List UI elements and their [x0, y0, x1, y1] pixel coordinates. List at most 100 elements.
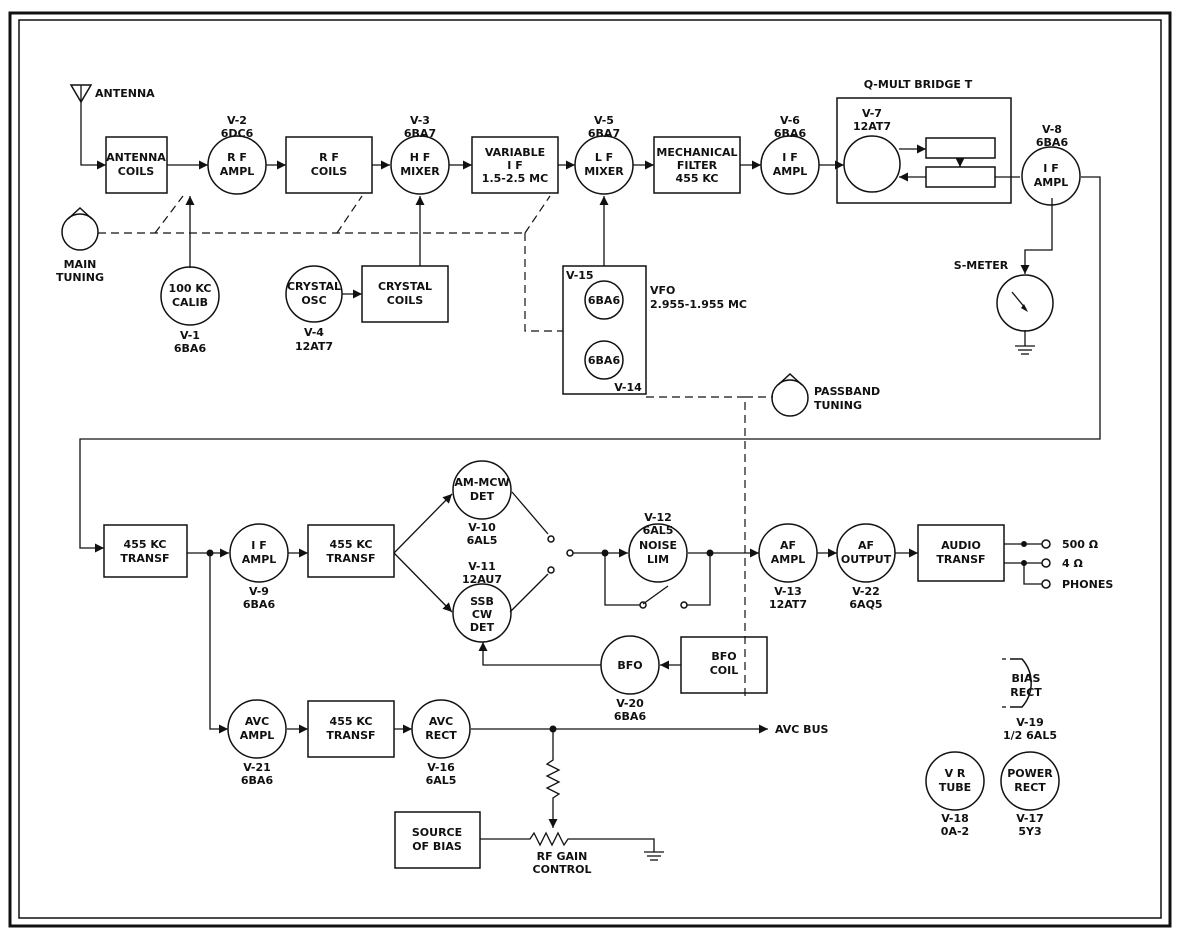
crystal-coils-label-2: COILS [387, 294, 424, 307]
v19-id: V-19 [1016, 716, 1044, 729]
v8-label-1: I F [1043, 162, 1058, 175]
v13-tube [758, 523, 818, 583]
v5-id: V-5 [594, 114, 614, 127]
v14-label: 6BA6 [588, 354, 621, 367]
v9-type: 6BA6 [243, 598, 276, 611]
antenna-coils-label-1: ANTENNA [106, 151, 166, 164]
v13-type: 12AT7 [769, 598, 807, 611]
v4-label-1: CRYSTAL [287, 280, 341, 293]
v5-tube [574, 135, 634, 195]
v4-label-2: OSC [301, 294, 326, 307]
v22-type: 6AQ5 [849, 598, 882, 611]
v18-type: 0A-2 [941, 825, 969, 838]
v4-id: V-4 [304, 326, 324, 339]
v1-tube [160, 266, 220, 326]
vfo-label-2: 2.955-1.955 MC [650, 298, 747, 311]
transf-2-block [307, 524, 395, 578]
v22-label-1: AF [858, 539, 874, 552]
v16-label-1: AVC [429, 715, 453, 728]
main-tuning-knob [61, 206, 99, 251]
v18-tube [925, 751, 985, 811]
v17-type: 5Y3 [1018, 825, 1041, 838]
v13-label-1: AF [780, 539, 796, 552]
variable-if-label-2: I F [507, 159, 522, 172]
transf-3-block [307, 700, 395, 758]
v8-label-2: AMPL [1034, 176, 1069, 189]
v17-id: V-17 [1016, 812, 1044, 825]
s-meter-label: S-METER [954, 259, 1009, 272]
transf-1-label-1: 455 KC [124, 538, 167, 551]
crystal-coils-block [361, 265, 449, 323]
v16-label-2: RECT [425, 729, 457, 742]
bridge-element-top [925, 137, 996, 159]
rf-coils-block [285, 136, 373, 194]
tuning-linkages [98, 195, 773, 696]
v6-label-1: I F [782, 151, 797, 164]
v10-label-2: DET [470, 490, 495, 503]
q-mult-bridge-label: Q-MULT BRIDGE T [864, 78, 973, 91]
antenna-coils-block [105, 136, 168, 194]
v8-id: V-8 [1042, 123, 1062, 136]
rf-coils-label-2: COILS [311, 165, 348, 178]
vfo-label-1: VFO [650, 284, 675, 297]
transf-1-label-2: TRANSF [120, 552, 169, 565]
source-of-bias-label-1: SOURCE [412, 826, 462, 839]
v11-label-3: DET [470, 621, 495, 634]
output-phones-label: PHONES [1062, 578, 1113, 591]
v6-id: V-6 [780, 114, 800, 127]
v22-id: V-22 [852, 585, 880, 598]
v12-type: 6AL5 [643, 524, 674, 537]
avc-bus-label: AVC BUS [775, 723, 828, 736]
signal-wires [79, 100, 1101, 861]
v21-id: V-21 [243, 761, 271, 774]
v19-half-tube [1010, 658, 1032, 708]
v17-tube [1000, 751, 1060, 811]
v13-label-2: AMPL [771, 553, 806, 566]
passband-label-1: PASSBAND [814, 385, 880, 398]
v15-label: 6BA6 [588, 294, 621, 307]
v13-id: V-13 [774, 585, 802, 598]
v20-id: V-20 [616, 697, 644, 710]
variable-if-block [471, 136, 559, 194]
mechanical-filter-block [653, 136, 741, 194]
inner-frame [18, 19, 1162, 919]
v18-id: V-18 [941, 812, 969, 825]
variable-if-label-1: VARIABLE [485, 146, 545, 159]
v6-tube [760, 135, 820, 195]
v11-label-2: CW [472, 608, 492, 621]
audio-transf-label-1: AUDIO [941, 539, 981, 552]
v1-label-2: CALIB [172, 296, 208, 309]
main-tuning-label-1: MAIN [64, 258, 97, 271]
v16-type: 6AL5 [426, 774, 457, 787]
v1-id: V-1 [180, 329, 200, 342]
rf-coils-label-1: R F [319, 151, 339, 164]
v12-id: V-12 [644, 511, 672, 524]
mech-filter-label-2: FILTER [677, 159, 718, 172]
v7-type: 12AT7 [853, 120, 891, 133]
v19-label-2: RECT [1010, 686, 1042, 699]
transf-2-label-2: TRANSF [326, 552, 375, 565]
vfo-box [562, 265, 647, 395]
v20-type: 6BA6 [614, 710, 647, 723]
antenna-icon [69, 84, 93, 104]
v19-label-1: BIAS [1012, 672, 1041, 685]
v2-label-1: R F [227, 151, 247, 164]
v9-label-2: AMPL [242, 553, 277, 566]
v10-label-1: AM-MCW [454, 476, 509, 489]
v2-id: V-2 [227, 114, 247, 127]
v3-label-1: H F [410, 151, 431, 164]
v22-tube [836, 523, 896, 583]
v6-label-2: AMPL [773, 165, 808, 178]
v21-tube [227, 699, 287, 759]
v1-type: 6BA6 [174, 342, 207, 355]
v1-label-1: 100 KC [169, 282, 212, 295]
v2-label-2: AMPL [220, 165, 255, 178]
v17-label-1: POWER [1007, 767, 1053, 780]
rf-gain-label-2: CONTROL [533, 863, 592, 876]
v21-type: 6BA6 [241, 774, 274, 787]
antenna-coils-label-2: COILS [118, 165, 155, 178]
v16-id: V-16 [427, 761, 455, 774]
v5-label-1: L F [595, 151, 613, 164]
v8-tube [1021, 146, 1081, 206]
